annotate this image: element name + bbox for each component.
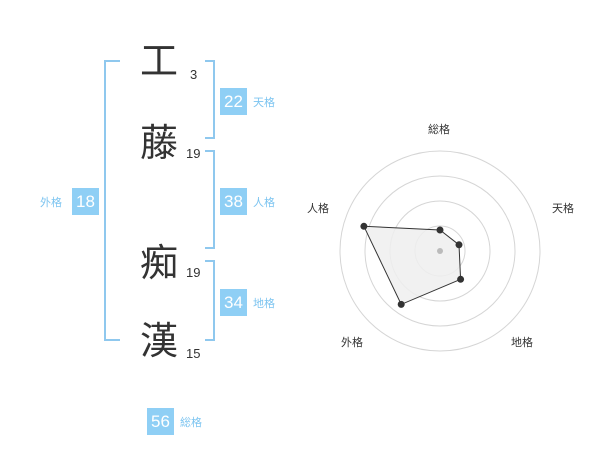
radar-center-dot (437, 248, 443, 254)
jinkaku-bracket-top (205, 150, 215, 152)
stroke-count-1: 3 (190, 67, 198, 82)
chikaku-bracket-bottom (205, 339, 215, 341)
stroke-count-2: 19 (186, 146, 201, 161)
jinkaku-bracket-bottom (205, 247, 215, 249)
radar-point (455, 241, 463, 249)
stroke-count-4: 15 (186, 346, 201, 361)
radar-axis-label-gaikaku: 外格 (341, 336, 363, 349)
radar-grid-ring (364, 175, 516, 327)
radar-point (457, 275, 465, 283)
outer-bracket-top (104, 60, 120, 62)
radar-point (436, 226, 444, 234)
radar-axis-label-chikaku: 地格 (511, 336, 533, 349)
radar-axis-label-jinkaku: 人格 (307, 202, 329, 215)
name-char-1: 工 (140, 39, 179, 83)
jinkaku-value: 38 (220, 188, 247, 215)
jinkaku-label: 人格 (253, 196, 275, 209)
tenkaku-label: 天格 (253, 96, 275, 109)
chikaku-label: 地格 (253, 297, 275, 310)
tenkaku-bracket-top (205, 60, 215, 62)
radar-axis-label-soukaku: 総格 (428, 123, 450, 136)
chikaku-value: 34 (220, 289, 247, 316)
gaikaku-label: 外格 (40, 196, 62, 209)
stroke-count-3: 19 (186, 265, 201, 280)
radar-polygon (363, 225, 462, 306)
soukaku-label: 総格 (180, 416, 202, 429)
radar-grid-ring (339, 150, 541, 352)
tenkaku-value: 22 (220, 88, 247, 115)
tenkaku-bracket-bottom (205, 137, 215, 139)
soukaku-value: 56 (147, 408, 174, 435)
gaikaku-value: 18 (72, 188, 99, 215)
name-char-3: 痴 (140, 241, 179, 285)
name-char-4: 漢 (140, 319, 179, 363)
outer-bracket (104, 60, 106, 341)
radar-axis-label-tenkaku: 天格 (552, 202, 574, 215)
tenkaku-bracket (213, 60, 215, 139)
radar-point (397, 300, 405, 308)
name-char-2: 藤 (140, 121, 179, 165)
chikaku-bracket-top (205, 260, 215, 262)
jinkaku-bracket (213, 150, 215, 249)
chikaku-bracket (213, 260, 215, 341)
outer-bracket-bottom (104, 339, 120, 341)
radar-point (360, 222, 368, 230)
